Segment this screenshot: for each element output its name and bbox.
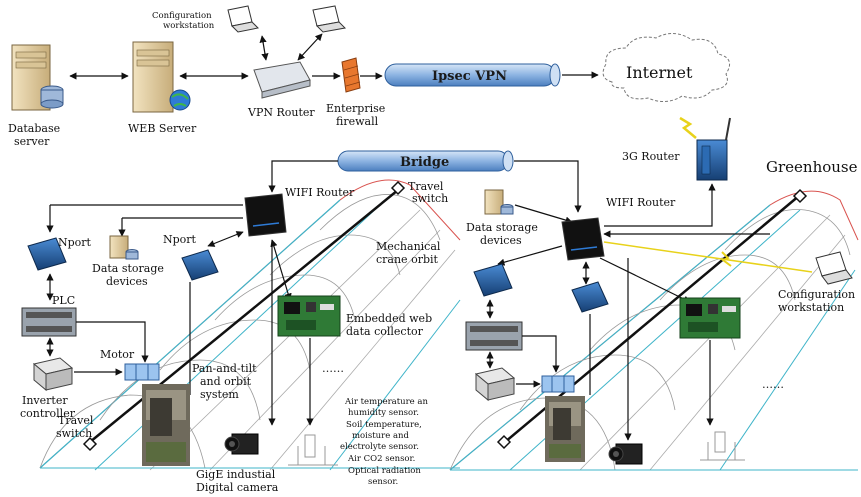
nport-2-label: Nport [163, 233, 197, 246]
embedded-collector-right-icon [679, 297, 741, 339]
wifi-collector-link [270, 239, 292, 301]
internet-label: Internet [626, 63, 693, 82]
data-storage-left-icon [109, 235, 139, 260]
inverter-right-icon [474, 367, 516, 402]
wifi-right-collector-link [599, 257, 691, 303]
plc-motor-link [76, 321, 149, 363]
wireless-bolt-icon [679, 116, 697, 139]
web-server-icon [132, 41, 191, 113]
dots-left-label: …… [322, 362, 344, 375]
travel-switch-bottom-icon [82, 436, 98, 452]
firewall-icon [341, 57, 361, 93]
bridge-pipe [337, 150, 514, 172]
bridge-label: Bridge [400, 155, 449, 170]
wifi-router-left-icon [244, 193, 287, 237]
inverter-icon [32, 357, 74, 392]
plc-label: PLC [52, 294, 75, 307]
wifi-right-nport-a-link [497, 245, 563, 266]
plc-right-motor-link [522, 335, 560, 373]
storage-right-wifi-link [514, 204, 573, 224]
laptop1-router-link [259, 35, 269, 61]
wifi-right-3g-link [604, 183, 716, 227]
vpn-router-icon [253, 61, 311, 99]
motor-label: Motor [100, 348, 135, 361]
travel-switch-right-bottom-icon [496, 434, 512, 450]
sensor-right-icon [700, 431, 745, 461]
gige-camera-right-icon [608, 443, 643, 465]
embedded-collector-left-icon [277, 295, 341, 337]
router-3g-label: 3G Router [622, 150, 680, 163]
sensors-label: Air temperature an humidity sensor. Soil… [340, 397, 431, 487]
motor-right-icon [541, 375, 575, 393]
laptop-2-icon [312, 5, 347, 33]
nport-1-icon [27, 237, 67, 271]
motor-icon [124, 363, 160, 381]
bridge-right-link [514, 160, 582, 213]
nport-right-a-icon [473, 263, 513, 297]
plc-icon [21, 307, 77, 337]
plc-right-icon [465, 321, 523, 351]
wifi-right-config-link [603, 241, 813, 273]
web-server-label: WEB Server [128, 122, 197, 135]
ipsec-vpn-label: Ipsec VPN [432, 69, 507, 84]
wifi-router-right-label: WIFI Router [606, 196, 676, 209]
nport-2-icon [181, 249, 219, 281]
nport-1-label: Nport [58, 236, 92, 249]
dots-right-label: …… [762, 378, 784, 391]
gige-camera-left-icon [224, 433, 259, 455]
vpn-router-label: VPN Router [247, 106, 315, 119]
sensor-left-icon [288, 434, 338, 466]
internet-cloud-icon [602, 33, 731, 102]
bridge-left-link [268, 160, 338, 193]
database-server-icon [11, 44, 64, 111]
ipsec-vpn-pipe [384, 63, 561, 87]
travel-switch-top-icon [390, 180, 406, 196]
wifi-router-left-label: WIFI Router [285, 186, 355, 199]
router-3g-icon [696, 117, 731, 181]
travel-switch-right-top-icon [792, 188, 808, 204]
laptop-1-icon [227, 5, 260, 33]
wifi-router-right-icon [561, 217, 605, 261]
laptop-right-icon [815, 251, 853, 285]
greenhouse-label: Greenhouse [766, 158, 858, 176]
pan-tilt-camera-right-photo [545, 396, 585, 462]
wireless-right-bolt-icon [720, 251, 732, 267]
laptop2-router-link [297, 33, 323, 61]
pan-tilt-camera-photo [142, 384, 190, 466]
nport-right-b-icon [571, 281, 609, 313]
wifi-nport2-link [207, 231, 244, 247]
data-storage-right-icon [484, 189, 514, 215]
crane-orbit-left [89, 189, 399, 443]
